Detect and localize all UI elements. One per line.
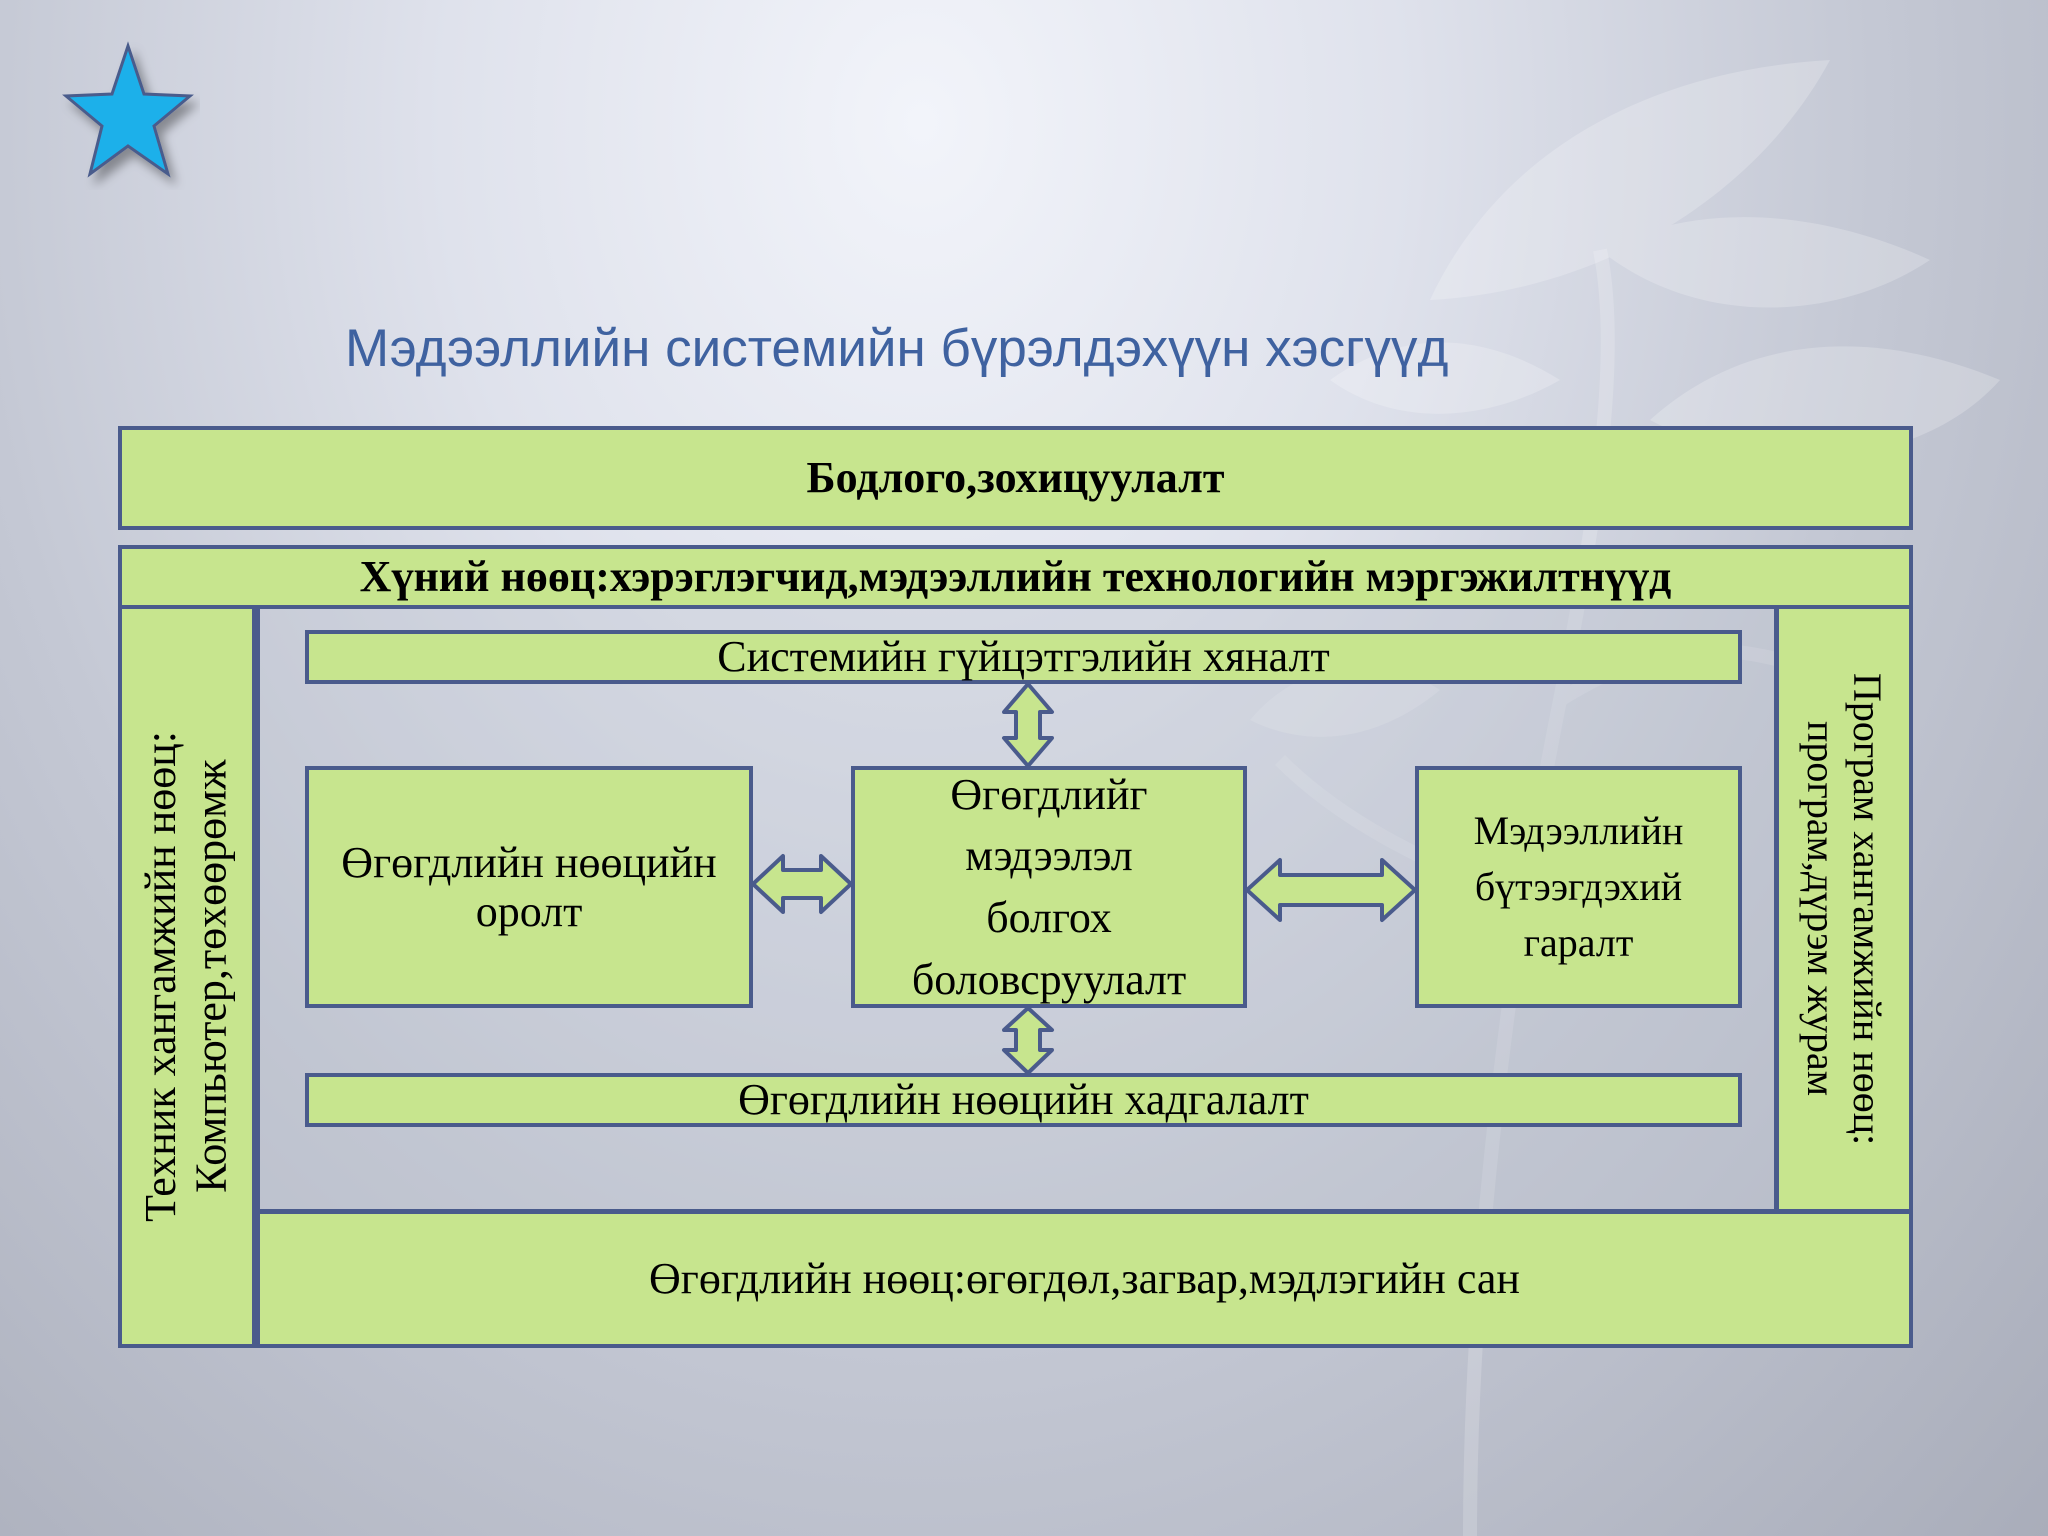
data-storage-box: Өгөгдлийн нөөцийн хадгалалт: [305, 1073, 1742, 1127]
performance-control-label: Системийн гүйцэтгэлийн хяналт: [717, 632, 1330, 682]
software-resources-box: Програм хангамжийн нөөц: програм,дүрэм ж…: [1775, 605, 1913, 1213]
data-input-label: Өгөгдлийн нөөцийн оролт: [341, 837, 717, 936]
information-output-label: Мэдээллийн бүтээгдэхий гаралт: [1473, 808, 1684, 965]
data-input-box: Өгөгдлийн нөөцийн оролт: [305, 766, 753, 1008]
software-line-2: програм,дүрэм журам: [1799, 721, 1844, 1097]
hardware-line-1: Техник хангамжийн нөөц:: [136, 731, 186, 1222]
data-storage-label: Өгөгдлийн нөөцийн хадгалалт: [738, 1075, 1309, 1125]
processing-label: Өгөгдлийг мэдээлэл болгох боловсруулалт: [911, 769, 1187, 1004]
hardware-resources-box: Техник хангамжийн нөөц: Компьютер,төхөөр…: [118, 605, 256, 1348]
star-icon: [62, 41, 194, 178]
human-resources-label: Хүний нөөц:хэрэглэгчид,мэдээллийн технол…: [359, 552, 1672, 602]
performance-control-box: Системийн гүйцэтгэлийн хяналт: [305, 630, 1742, 684]
software-line-1: Програм хангамжийн нөөц:: [1845, 672, 1890, 1146]
policy-label: Бодлого,зохицуулалт: [806, 453, 1225, 503]
data-resources-box: Өгөгдлийн нөөц:өгөгдөл,загвар,мэдлэгийн …: [256, 1210, 1913, 1348]
human-resources-box: Хүний нөөц:хэрэглэгчид,мэдээллийн технол…: [118, 545, 1913, 609]
slide-title: Мэдээллийн системийн бүрэлдэхүүн хэсгүүд: [345, 319, 1449, 378]
hardware-line-2: Компьютер,төхөөрөмж: [187, 759, 236, 1194]
processing-box: Өгөгдлийг мэдээлэл болгох боловсруулалт: [851, 766, 1247, 1008]
policy-box: Бодлого,зохицуулалт: [118, 426, 1913, 530]
data-resources-label: Өгөгдлийн нөөц:өгөгдөл,загвар,мэдлэгийн …: [649, 1254, 1520, 1304]
information-output-box: Мэдээллийн бүтээгдэхий гаралт: [1415, 766, 1742, 1008]
